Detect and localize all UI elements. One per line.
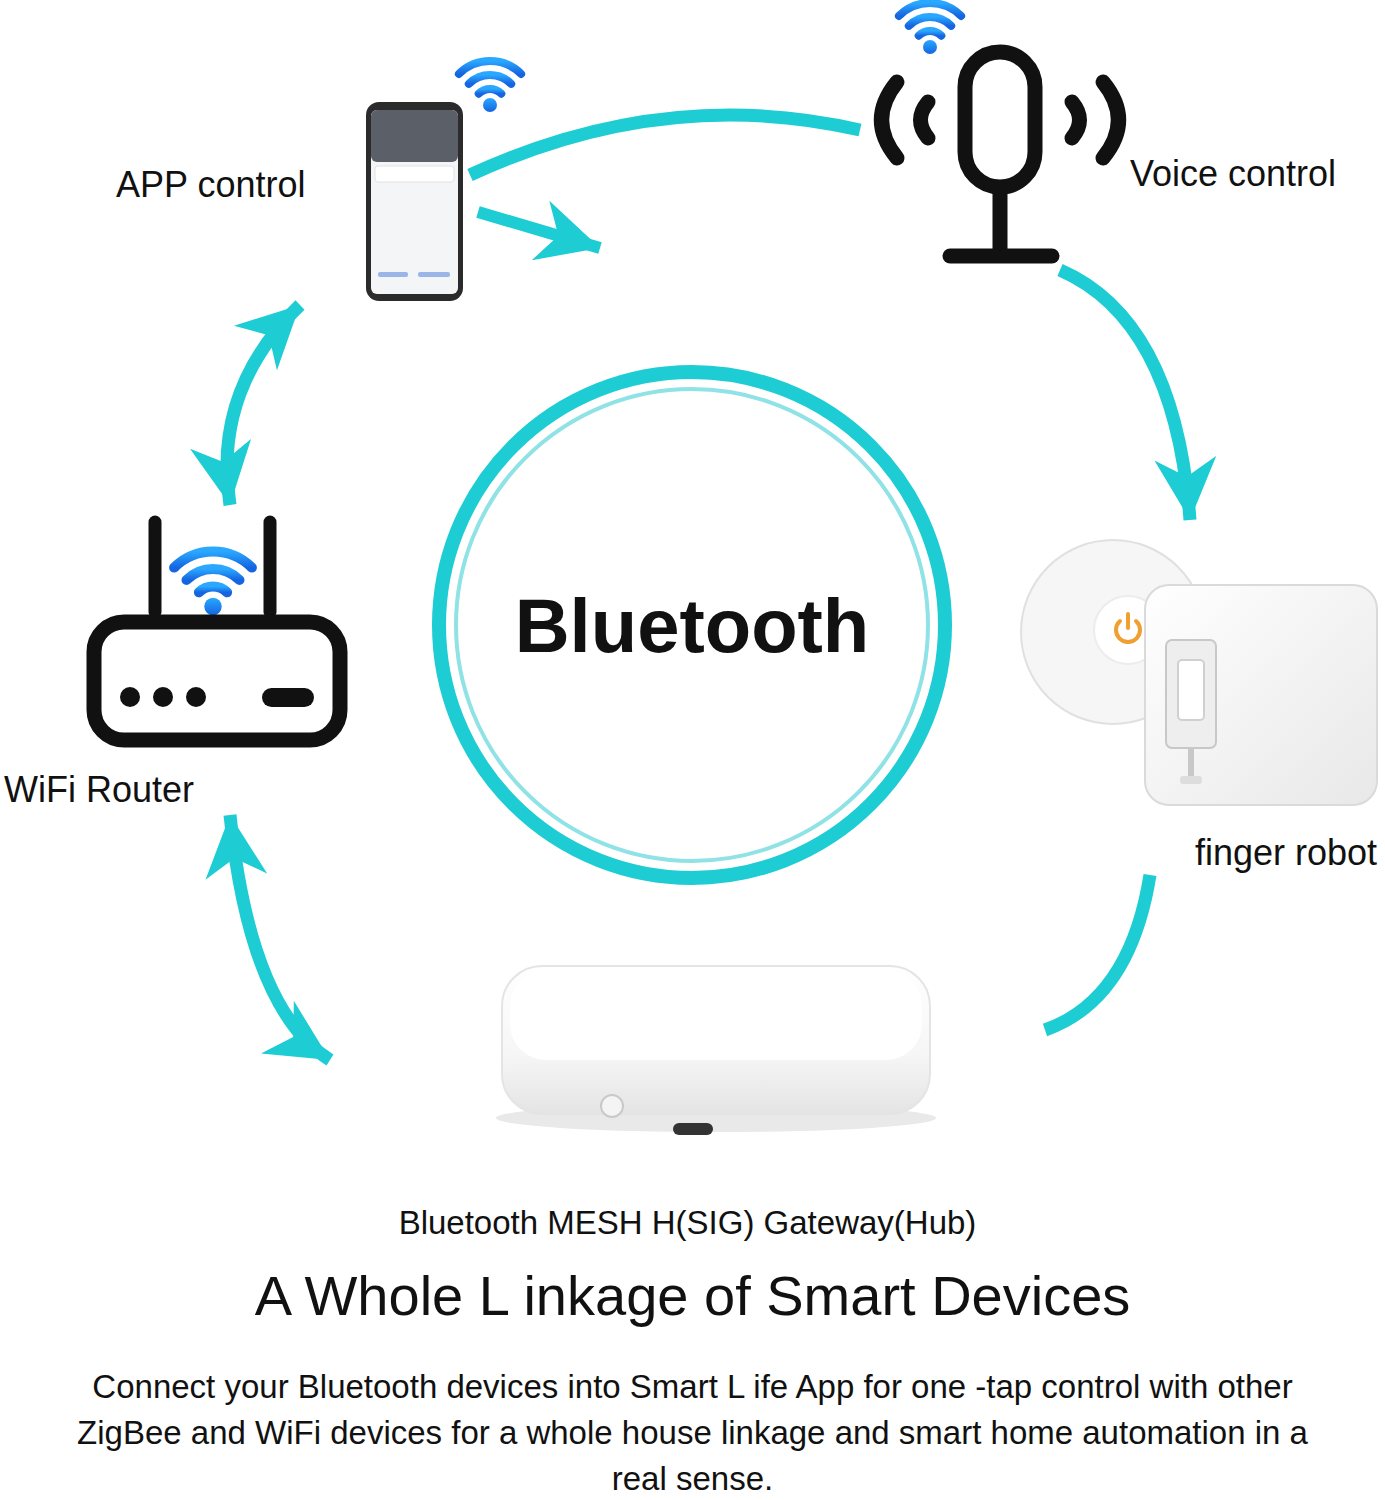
pointer-arrow (478, 212, 600, 248)
finger-robot-node: finger robot (1020, 520, 1382, 875)
phone-illustration-part (459, 61, 521, 112)
voice-control-node: Voice control (860, 10, 1360, 270)
gateway-hub-illustration-part (673, 1123, 713, 1135)
microphone-illustration-part (950, 249, 1052, 264)
gateway-hub-illustration-part (502, 966, 930, 1114)
phone-illustration-part (418, 272, 450, 277)
microphone-illustration-part (899, 3, 961, 54)
microphone-illustration-part (921, 102, 929, 138)
device-label: Voice control (1130, 152, 1338, 195)
microphone-illustration-part (993, 187, 1008, 252)
diagram-caption: Connect your Bluetooth devices into Smar… (55, 1364, 1330, 1500)
microphone-illustration (882, 3, 1119, 256)
wifi-router-node: WiFi Router (0, 505, 350, 815)
phone-illustration-part (375, 166, 454, 182)
router-illustration-part (153, 687, 173, 707)
phone-illustration-part (378, 272, 408, 277)
router-illustration-part (186, 687, 206, 707)
device-label: APP control (116, 163, 307, 206)
app-control-node: APP control (110, 95, 470, 305)
router-illustration-part (149, 522, 162, 612)
phone-illustration-part (371, 110, 458, 294)
bluetooth-circle: Bluetooth (430, 363, 954, 887)
microphone-illustration-part (882, 82, 898, 158)
outer-ring (439, 372, 945, 878)
router-illustration-part (120, 687, 140, 707)
finger-robot-illustration-part (1145, 585, 1377, 805)
device-label: WiFi Router (4, 768, 196, 811)
microphone-illustration-part (1103, 82, 1119, 158)
flow-arc (230, 815, 330, 1060)
router-illustration-part (262, 688, 314, 707)
phone-illustration (366, 61, 521, 301)
flow-arc (1045, 875, 1150, 1030)
flow-arc (470, 115, 860, 175)
microphone-illustration-part (1072, 102, 1080, 138)
caption-area: Connect your Bluetooth devices into Smar… (55, 1364, 1330, 1500)
microphone-illustration-part (965, 52, 1035, 187)
finger-robot-illustration-part (1178, 660, 1204, 720)
gateway-hub-illustration (496, 966, 936, 1135)
router-illustration-part (264, 522, 277, 612)
device-label: finger robot (1195, 831, 1379, 874)
phone-illustration-part (371, 110, 458, 162)
device-label: Bluetooth MESH H(SIG) Gateway(Hub) (399, 1203, 978, 1243)
gateway-node: Bluetooth MESH H(SIG) Gateway(Hub) (330, 960, 1045, 1245)
finger-robot-illustration-part (1188, 748, 1194, 778)
flow-arc (227, 305, 300, 505)
finger-robot-illustration (1021, 540, 1377, 805)
circle-label: Bluetooth (515, 580, 870, 671)
router-illustration-part (174, 552, 252, 616)
finger-robot-illustration-part (1180, 776, 1202, 784)
router-illustration (94, 522, 340, 740)
finger-robot-illustration-part (1126, 614, 1130, 628)
gateway-hub-illustration-part (601, 1095, 623, 1117)
phone-illustration-part (366, 102, 463, 301)
title-area: A Whole L inkage of Smart Devices (0, 1262, 1385, 1330)
gateway-hub-illustration-part (510, 970, 922, 1060)
router-illustration-part (94, 622, 340, 740)
finger-robot-illustration-part (1166, 640, 1216, 748)
inner-ring (456, 389, 928, 861)
diagram-title: A Whole L inkage of Smart Devices (255, 1262, 1131, 1330)
flow-arc (1060, 270, 1190, 520)
